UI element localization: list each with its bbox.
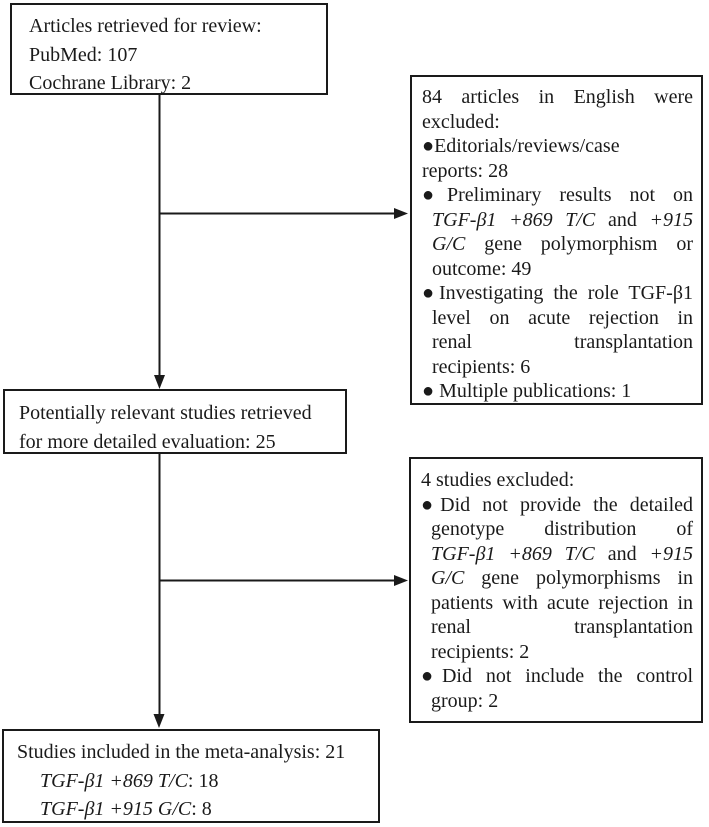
text-run: renal transplantation <box>432 331 693 353</box>
text-run: ●Did not include the control <box>421 665 693 687</box>
text-line: genotype distribution of <box>421 517 693 542</box>
text-run: ●Did not provide the detailed <box>421 493 693 516</box>
text-run: ● Multiple publications: 1 <box>422 380 632 402</box>
text-line: ●Preliminary results not on <box>422 183 693 208</box>
text-line: renal transplantation <box>422 330 693 355</box>
text-run: for more detailed evaluation: 25 <box>19 430 276 453</box>
text-run: group: 2 <box>431 689 499 712</box>
text-line: Cochrane Library: 2 <box>29 69 318 98</box>
gene-name-italic: TGF-β1 +869 T/C <box>431 542 595 565</box>
text-run: Articles retrieved for review: <box>29 15 262 37</box>
text-line: patients with acute rejection in <box>421 591 693 616</box>
text-run: Potentially relevant studies retrieved <box>19 402 312 424</box>
text-line: outcome: 49 <box>422 257 693 282</box>
text-line: 84 articles in English were <box>422 85 693 110</box>
text-line: TGF-β1 +869 T/C and +915 <box>422 208 693 233</box>
text-line: G/C gene polymorphism or <box>422 232 693 257</box>
text-run: recipients: 6 <box>432 355 531 378</box>
text-line: renal transplantation <box>421 615 693 640</box>
text-line: group: 2 <box>421 689 693 714</box>
text-run: gene polymorphism or <box>465 233 693 255</box>
gene-name-italic: +915 <box>649 208 694 231</box>
text-line: PubMed: 107 <box>29 41 318 70</box>
arrow-down-1-head <box>154 375 165 389</box>
text-line: ●Investigating the role TGF-β1 <box>422 281 693 306</box>
text-line: 4 studies excluded: <box>421 468 693 493</box>
text-line: ●Did not include the control <box>421 664 693 689</box>
text-line: TGF-β1 +915 G/C: 8 <box>17 795 370 824</box>
arrow-right-1-head <box>394 208 408 219</box>
text-run: and <box>595 208 650 231</box>
text-line: G/C gene polymorphisms in <box>421 566 693 591</box>
gene-name-italic: TGF-β1 +869 T/C <box>432 208 596 231</box>
text-run: ●Investigating the role TGF-β1 <box>422 282 693 304</box>
text-line: recipients: 2 <box>421 640 693 665</box>
gene-name-italic: G/C <box>432 233 466 255</box>
box-relevant-studies: Potentially relevant studies retrieved fo… <box>3 389 347 454</box>
text-line: ●Did not provide the detailed <box>421 493 693 518</box>
text-line: ● Multiple publications: 1 <box>422 379 693 404</box>
text-line: Studies included in the meta-analysis: 2… <box>17 738 370 767</box>
text-run: and <box>594 542 650 565</box>
text-run: 4 studies excluded: <box>421 469 575 491</box>
box-included-studies: Studies included in the meta-analysis: 2… <box>2 729 380 823</box>
gene-name-italic: +915 <box>649 542 694 565</box>
text-line: TGF-β1 +869 T/C: 18 <box>17 767 370 796</box>
text-run: patients with acute rejection in <box>431 591 693 614</box>
text-run: : 8 <box>191 798 212 821</box>
text-run: recipients: 2 <box>431 640 530 663</box>
box-articles-retrieved: Articles retrieved for review: PubMed: 10… <box>10 3 328 95</box>
text-run: renal transplantation <box>431 616 693 638</box>
text-line: Articles retrieved for review: <box>29 12 318 41</box>
text-run: 84 articles in English were <box>422 86 693 108</box>
text-run: ●Preliminary results not on <box>422 184 693 206</box>
text-line: level on acute rejection in <box>422 306 693 331</box>
text-run: Cochrane Library: 2 <box>29 72 192 95</box>
text-line: reports: 28 <box>422 159 693 184</box>
text-run: reports: 28 <box>422 159 509 182</box>
text-line: excluded: <box>422 110 693 135</box>
box-excluded-4-studies: 4 studies excluded:●Did not provide the … <box>409 457 703 723</box>
gene-name-italic: TGF-β1 +869 T/C <box>40 769 188 792</box>
text-line: for more detailed evaluation: 25 <box>19 428 337 457</box>
text-run: excluded: <box>422 110 500 133</box>
text-run: outcome: 49 <box>432 257 532 280</box>
gene-name-italic: G/C <box>431 567 465 589</box>
text-run: genotype distribution of <box>431 518 693 540</box>
text-line: ●Editorials/reviews/case <box>422 134 693 159</box>
text-run: ●Editorials/reviews/case <box>422 135 620 157</box>
text-line: TGF-β1 +869 T/C and +915 <box>421 542 693 567</box>
text-line: Potentially relevant studies retrieved <box>19 399 337 428</box>
arrow-down-2-head <box>153 714 165 728</box>
text-run: PubMed: 107 <box>29 43 138 66</box>
text-run: level on acute rejection in <box>432 306 693 329</box>
text-run: gene polymorphisms in <box>464 567 693 589</box>
text-run: Studies included in the meta-analysis: 2… <box>17 741 346 763</box>
text-line: recipients: 6 <box>422 355 693 380</box>
arrow-right-2-head <box>394 575 408 586</box>
gene-name-italic: TGF-β1 +915 G/C <box>40 798 192 821</box>
text-run: : 18 <box>187 769 219 792</box>
